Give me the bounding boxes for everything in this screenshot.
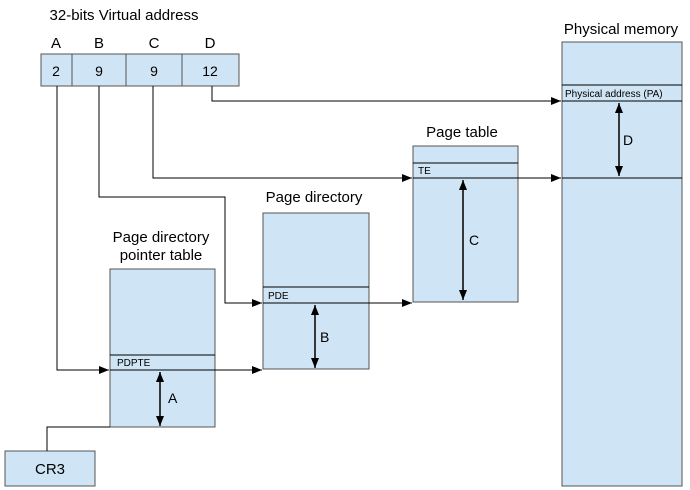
page-table-title: Page table [426, 124, 498, 141]
pde-entry: PDE [268, 291, 289, 302]
field-letter-c: C [149, 35, 160, 52]
virtual-address-title: 32-bits Virtual address [50, 7, 199, 24]
offset-a-label: A [168, 390, 178, 406]
te-entry: TE [418, 166, 431, 177]
field-box-d [181, 53, 240, 87]
offset-b-label: B [320, 329, 329, 345]
field-bits-d: 12 [202, 63, 218, 79]
cr3-label: CR3 [35, 461, 65, 478]
connectors [46, 86, 561, 451]
d-to-pa-arrow [211, 86, 561, 105]
offset-c-label: C [469, 232, 479, 248]
field-box-a [40, 53, 73, 87]
field-bits-b: 9 [95, 63, 103, 79]
virtual-address-fields [40, 53, 240, 87]
physical-address-entry: Physical address (PA) [565, 89, 663, 100]
field-bits-a: 2 [52, 63, 60, 79]
pdpt-title-line2: pointer table [120, 247, 203, 264]
field-letter-d: D [205, 35, 216, 52]
field-letter-a: A [51, 35, 61, 52]
field-letter-b: B [94, 35, 104, 52]
offset-d-label: D [623, 132, 633, 148]
a-to-pdpte-arrow [56, 86, 109, 374]
physical-memory-box [561, 41, 683, 487]
field-box-b [71, 53, 127, 87]
b-to-pde-arrow [98, 86, 262, 307]
physical-memory-title: Physical memory [564, 21, 679, 38]
c-to-te-arrow [152, 86, 412, 182]
pdpte-entry: PDPTE [117, 358, 151, 369]
field-box-c [125, 53, 183, 87]
cr3-to-pdpt-line [46, 426, 110, 451]
field-bits-c: 9 [150, 63, 158, 79]
pdpt-title-line1: Page directory [113, 229, 210, 246]
page-directory-title: Page directory [266, 189, 363, 206]
pdpt-box [109, 268, 216, 428]
cr3-box [4, 450, 96, 487]
